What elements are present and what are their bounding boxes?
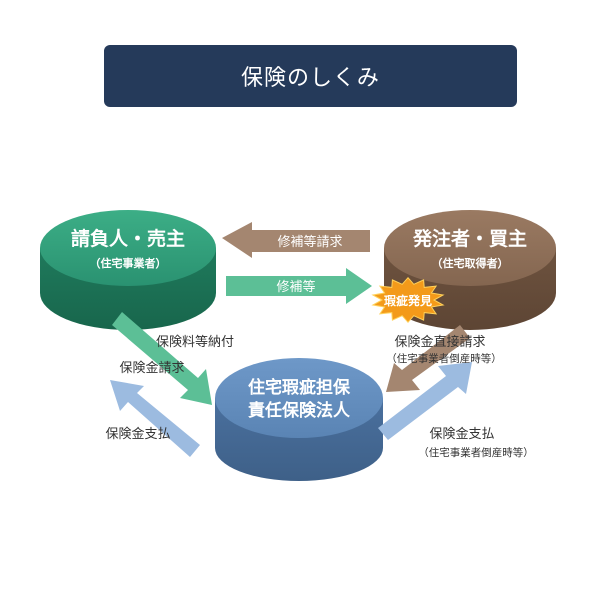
payout-right-arrow — [378, 362, 472, 440]
repair-request-label: 修補等請求 — [277, 234, 342, 250]
direct-claim-note: （住宅事業者倒産時等） — [386, 352, 502, 365]
title-bar: 保険のしくみ — [104, 45, 517, 107]
contractor-node: 請負人・売主 （住宅事業者） — [40, 210, 216, 330]
contractor-subtitle: （住宅事業者） — [90, 256, 167, 270]
premium-payment-label: 保険料等納付 — [156, 334, 234, 350]
insurer-node: 住宅瑕疵担保 責任保険法人 — [215, 358, 383, 481]
insurer-name-line2: 責任保険法人 — [248, 400, 351, 421]
contractor-name: 請負人・売主 — [71, 227, 185, 250]
buyer-name: 発注者・買主 — [412, 227, 527, 250]
buyer-subtitle: （住宅取得者） — [432, 256, 509, 270]
defect-found-badge: 瑕疵発見 — [371, 276, 445, 324]
page-title: 保険のしくみ — [241, 66, 380, 91]
repair-request-arrow: 修補等請求 — [222, 222, 370, 258]
direct-claim-arrow — [386, 325, 470, 392]
premium-claim-arrow — [112, 312, 212, 405]
payout-left-label: 保険金支払 — [105, 426, 170, 442]
payout-left-arrow — [110, 380, 200, 457]
payout-right-label: 保険金支払 — [429, 426, 494, 442]
insurer-name-line1: 住宅瑕疵担保 — [248, 377, 351, 398]
defect-found-label: 瑕疵発見 — [384, 293, 432, 308]
repair-arrow: 修補等 — [226, 268, 372, 304]
starburst-shape — [371, 276, 445, 324]
claim-label: 保険金請求 — [119, 360, 184, 376]
payout-right-note: （住宅事業者倒産時等） — [418, 446, 534, 459]
repair-label: 修補等 — [276, 279, 315, 295]
direct-claim-label: 保険金直接請求 — [394, 334, 485, 350]
